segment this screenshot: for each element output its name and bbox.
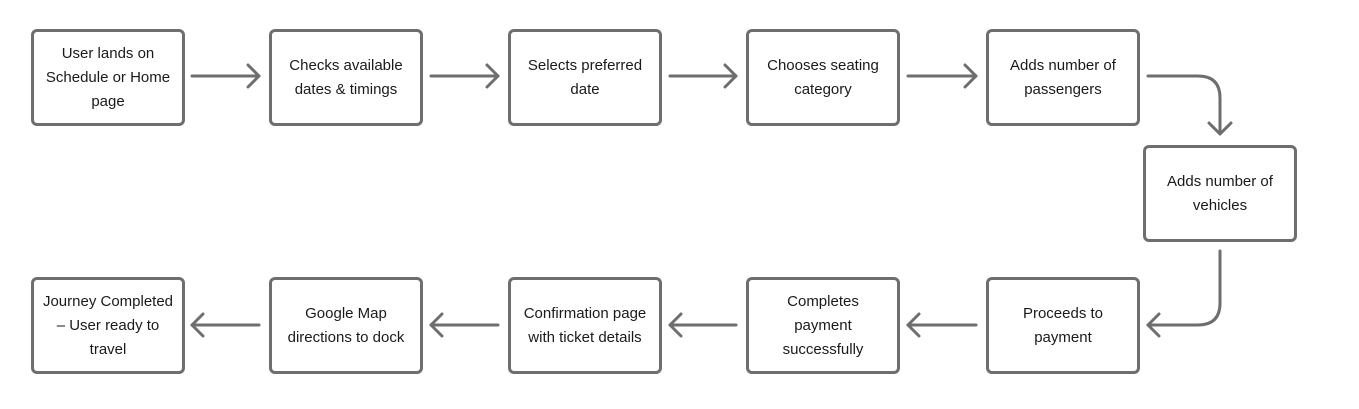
step-label: Completes payment successfully	[782, 292, 864, 358]
arrow-step4-to-step5	[906, 63, 978, 89]
arrow-step9-to-step10	[429, 312, 500, 338]
step-label: Checks available dates & timings	[289, 56, 403, 98]
step-label: Adds number of vehicles	[1167, 172, 1273, 214]
arrow-step3-to-step4	[668, 63, 738, 89]
step-map-directions: Google Map directions to dock	[269, 277, 423, 374]
step-label: Chooses seating category	[767, 56, 879, 98]
arrow-step6-to-step7	[1146, 249, 1222, 338]
arrow-step8-to-step9	[668, 312, 738, 338]
step-chooses-seating: Chooses seating category	[746, 29, 900, 126]
step-label: Journey Completed – User ready to travel	[42, 292, 174, 358]
arrow-step10-to-step11	[190, 312, 261, 338]
step-proceeds-payment: Proceeds to payment	[986, 277, 1140, 374]
step-label: Proceeds to payment	[1022, 304, 1104, 346]
arrow-step1-to-step2	[190, 63, 261, 89]
step-adds-passengers: Adds number of passengers	[986, 29, 1140, 126]
step-label: Adds number of passengers	[1010, 56, 1116, 98]
step-label: Google Map directions to dock	[287, 304, 405, 346]
arrow-step5-to-step6	[1146, 74, 1233, 136]
arrow-step2-to-step3	[429, 63, 500, 89]
arrow-step7-to-step8	[906, 312, 978, 338]
step-completes-payment: Completes payment successfully	[746, 277, 900, 374]
step-label: User lands on Schedule or Home page	[45, 44, 171, 110]
step-user-lands: User lands on Schedule or Home page	[31, 29, 185, 126]
step-checks-dates: Checks available dates & timings	[269, 29, 423, 126]
step-label: Confirmation page with ticket details	[523, 304, 647, 346]
step-confirmation-page: Confirmation page with ticket details	[508, 277, 662, 374]
step-label: Selects preferred date	[527, 56, 643, 98]
step-journey-completed: Journey Completed – User ready to travel	[31, 277, 185, 374]
step-selects-date: Selects preferred date	[508, 29, 662, 126]
step-adds-vehicles: Adds number of vehicles	[1143, 145, 1297, 242]
